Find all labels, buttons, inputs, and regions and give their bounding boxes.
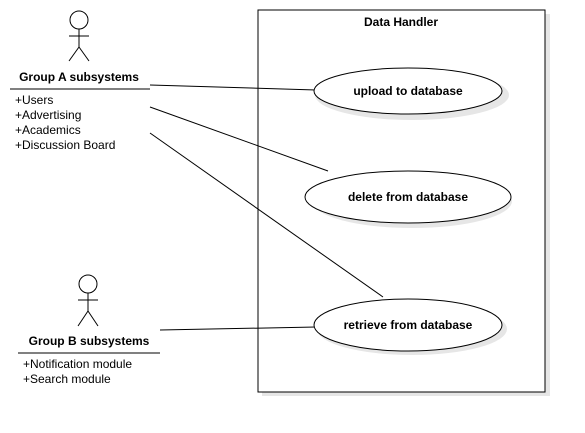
stick-figure-icon xyxy=(77,274,99,327)
use-case-upload-ellipse[interactable] xyxy=(313,67,503,115)
use-case-delete-label: delete from database xyxy=(348,190,468,204)
associations xyxy=(149,84,384,331)
actor-left-leg xyxy=(77,310,89,327)
system-title: Data Handler xyxy=(364,15,438,29)
actor-group-a-attr: +Users xyxy=(15,93,53,107)
actor-group-b-title: Group B subsystems xyxy=(29,334,150,348)
actor-group-b-attr: +Search module xyxy=(23,372,111,386)
use-case-retrieve[interactable]: retrieve from database xyxy=(313,298,507,355)
actor-group-b[interactable]: Group B subsystems +Notification module … xyxy=(18,274,160,386)
actor-group-b-attr: +Notification module xyxy=(23,357,132,371)
association-b-retrieve xyxy=(159,326,317,331)
actor-group-a-attr: +Academics xyxy=(15,123,81,137)
use-case-retrieve-ellipse[interactable] xyxy=(313,298,503,352)
association-a-upload xyxy=(149,84,317,91)
use-case-retrieve-label: retrieve from database xyxy=(344,318,473,332)
actor-group-a-title: Group A subsystems xyxy=(19,70,139,84)
actor-group-a[interactable]: Group A subsystems +Users +Advertising +… xyxy=(10,10,150,152)
association-a-retrieve xyxy=(149,132,384,298)
stick-figure-icon xyxy=(68,10,90,62)
use-case-upload-label: upload to database xyxy=(353,84,463,98)
use-case-upload[interactable]: upload to database xyxy=(313,67,509,120)
use-case-delete-ellipse[interactable] xyxy=(304,170,512,224)
actor-right-leg xyxy=(78,46,90,62)
actor-right-leg xyxy=(87,310,99,327)
actor-group-a-attr: +Advertising xyxy=(15,108,81,122)
actor-group-a-attr: +Discussion Board xyxy=(15,138,115,152)
actor-left-leg xyxy=(68,46,80,62)
association-a-delete xyxy=(149,106,329,172)
actor-head xyxy=(69,10,89,30)
actor-head xyxy=(78,274,98,294)
use-case-delete[interactable]: delete from database xyxy=(304,170,512,228)
